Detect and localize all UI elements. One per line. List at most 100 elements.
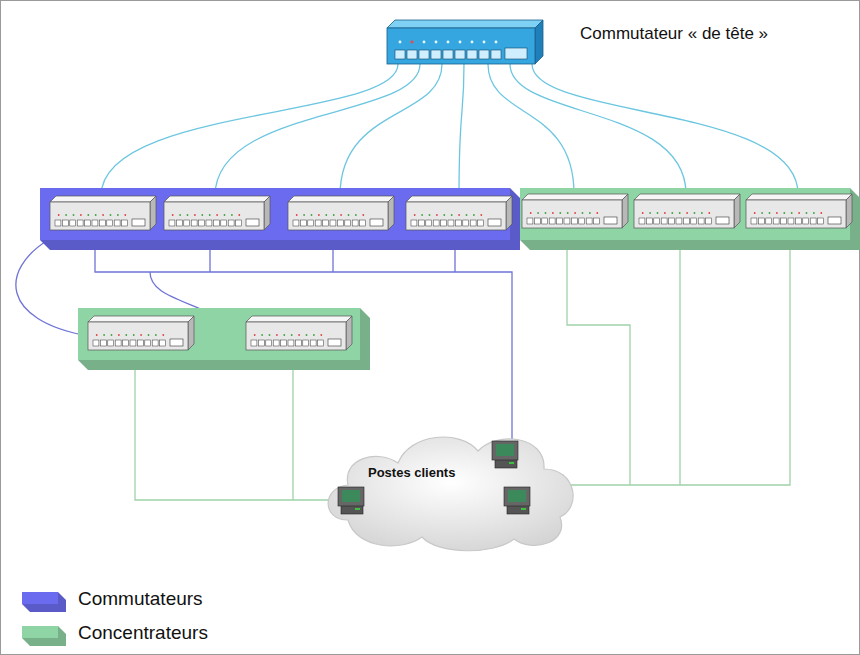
cloud-outline — [328, 437, 573, 551]
device-led — [291, 334, 293, 336]
device-port — [85, 220, 91, 226]
device-port — [669, 218, 675, 224]
switch-led — [447, 41, 450, 44]
device-led — [362, 214, 364, 216]
swatch-face — [22, 592, 58, 604]
device-port — [130, 340, 136, 346]
device-led — [87, 214, 89, 216]
device-side — [150, 196, 156, 230]
device-led — [179, 214, 181, 216]
device-led — [140, 334, 142, 336]
computer-base — [495, 459, 517, 468]
switch-wire — [16, 240, 88, 336]
switch-icon — [385, 18, 565, 74]
device-led — [537, 212, 539, 214]
device-led — [187, 214, 189, 216]
device-front — [746, 200, 846, 228]
switch-led — [459, 41, 462, 44]
device-port — [788, 218, 794, 224]
device-led — [80, 214, 82, 216]
device-port — [303, 340, 309, 346]
hub-band — [520, 188, 860, 250]
device-port — [360, 220, 366, 226]
device-uplink-port — [604, 217, 617, 224]
hub-device — [246, 316, 352, 350]
switch-front — [387, 28, 535, 64]
uplink-wire — [340, 64, 442, 196]
computer-base — [507, 505, 529, 514]
device-port — [236, 220, 242, 226]
device-uplink-port — [488, 219, 501, 226]
device-port — [803, 218, 809, 224]
device-port — [795, 218, 801, 224]
computer-screen — [508, 490, 526, 502]
device-port — [411, 220, 417, 226]
device-top — [88, 316, 194, 322]
device-led — [231, 214, 233, 216]
device-front — [88, 322, 188, 350]
device-led — [303, 214, 305, 216]
device-port — [557, 218, 563, 224]
device-side — [846, 194, 852, 228]
computer-light — [521, 508, 526, 510]
device-front — [288, 202, 388, 230]
device-port — [115, 340, 121, 346]
device-front — [634, 200, 734, 228]
device-led — [708, 212, 710, 214]
client-computer — [492, 441, 518, 468]
band-depth — [78, 308, 370, 370]
device-port — [152, 340, 158, 346]
device-port — [337, 220, 343, 226]
device-led — [355, 214, 357, 216]
device-led — [552, 212, 554, 214]
switch-port — [443, 50, 453, 59]
device-led — [582, 212, 584, 214]
device-led — [269, 334, 271, 336]
device-led — [201, 214, 203, 216]
hub-band — [78, 308, 370, 370]
switch-port — [491, 50, 501, 59]
device-led — [96, 334, 98, 336]
uplink-wire — [101, 64, 398, 196]
device-led — [224, 214, 226, 216]
computer-base — [341, 505, 363, 514]
device-port — [441, 220, 447, 226]
device-led — [124, 214, 126, 216]
switch-device — [50, 196, 156, 230]
device-port — [70, 220, 76, 226]
device-port — [145, 340, 151, 346]
device-front — [406, 202, 506, 230]
device-port — [698, 218, 704, 224]
device-port — [213, 220, 219, 226]
device-port — [122, 220, 128, 226]
device-led — [238, 214, 240, 216]
device-port — [92, 220, 98, 226]
device-side — [264, 196, 270, 230]
device-front — [164, 202, 264, 230]
switch-led — [411, 41, 414, 44]
device-port — [55, 220, 61, 226]
device-port — [330, 220, 336, 226]
computer-light — [355, 508, 360, 510]
device-port — [661, 218, 667, 224]
device-led — [473, 214, 475, 216]
device-led — [458, 214, 460, 216]
device-led — [545, 212, 547, 214]
device-led — [820, 212, 822, 214]
band-depth — [520, 188, 860, 250]
device-led — [298, 334, 300, 336]
cloud-label: Postes clients — [368, 465, 455, 480]
device-port — [221, 220, 227, 226]
device-led — [596, 212, 598, 214]
device-led — [657, 212, 659, 214]
device-led — [313, 334, 315, 336]
device-port — [810, 218, 816, 224]
device-top — [50, 196, 156, 202]
device-port — [251, 340, 257, 346]
device-port — [478, 220, 484, 226]
device-port — [114, 220, 120, 226]
device-uplink-port — [716, 217, 729, 224]
device-port — [676, 218, 682, 224]
switch-led — [423, 41, 426, 44]
